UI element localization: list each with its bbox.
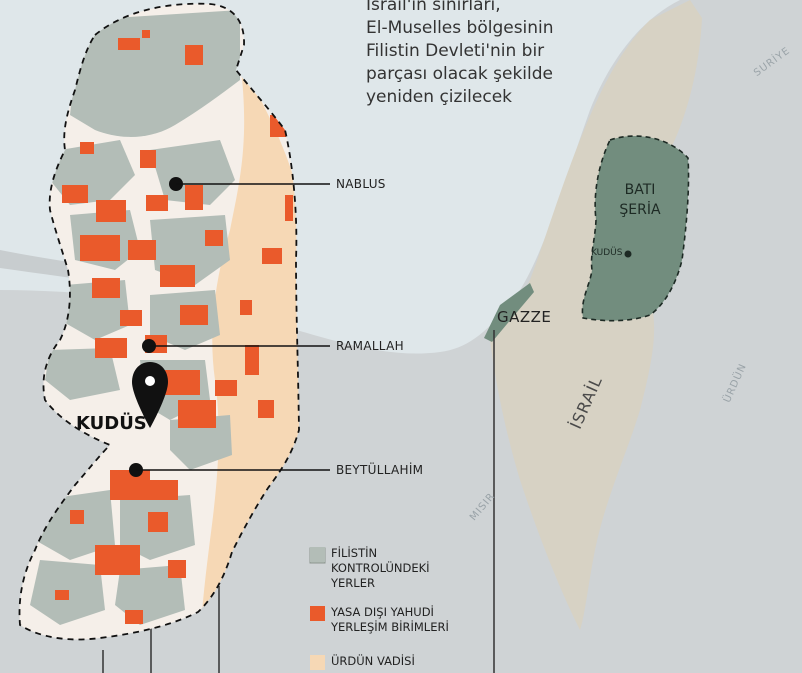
settlement-areas [55, 30, 293, 624]
city-label-nablus: NABLUS [336, 177, 386, 191]
legend-item-jordan-valley: ÜRDÜN VADİSİ [310, 654, 491, 670]
legend-swatch-palestinian [310, 547, 325, 562]
west-bank-inset [581, 135, 690, 322]
inset-label-bati-seria: BATI ŞERİA [619, 182, 661, 218]
west-bank-border [18, 2, 300, 641]
city-label-kudus: KUDÜS [76, 413, 147, 434]
legend-label-jordan-valley: ÜRDÜN VADİSİ [331, 654, 415, 668]
headline-text: İsrail'in sınırları, El-Muselles bölgesi… [366, 0, 554, 107]
gaza-strip [484, 283, 534, 342]
legend-swatch-settlements [310, 606, 325, 621]
inset-kudus-dot [624, 250, 632, 258]
city-label-ramallah: RAMALLAH [336, 339, 404, 353]
legend-label-settlements: YASA DIŞI YAHUDİ YERLEŞİM BİRİMLERİ [331, 605, 449, 634]
inset-label-gazze: GAZZE [497, 308, 552, 326]
inset-label-kudus: KUDÜS [591, 248, 623, 258]
city-label-beytullahim: BEYTÜLLAHİM [336, 463, 424, 477]
legend-label-palestinian: FİLİSTİN KONTROLÜNDEKİ YERLER [331, 546, 430, 590]
location-pin-icon [132, 362, 168, 428]
legend-item-settlements: YASA DIŞI YAHUDİ YERLEŞİM BİRİMLERİ [310, 605, 491, 635]
legend-swatch-jordan-valley [310, 655, 325, 670]
legend-item-palestinian: FİLİSTİN KONTROLÜNDEKİ YERLER [310, 546, 491, 591]
